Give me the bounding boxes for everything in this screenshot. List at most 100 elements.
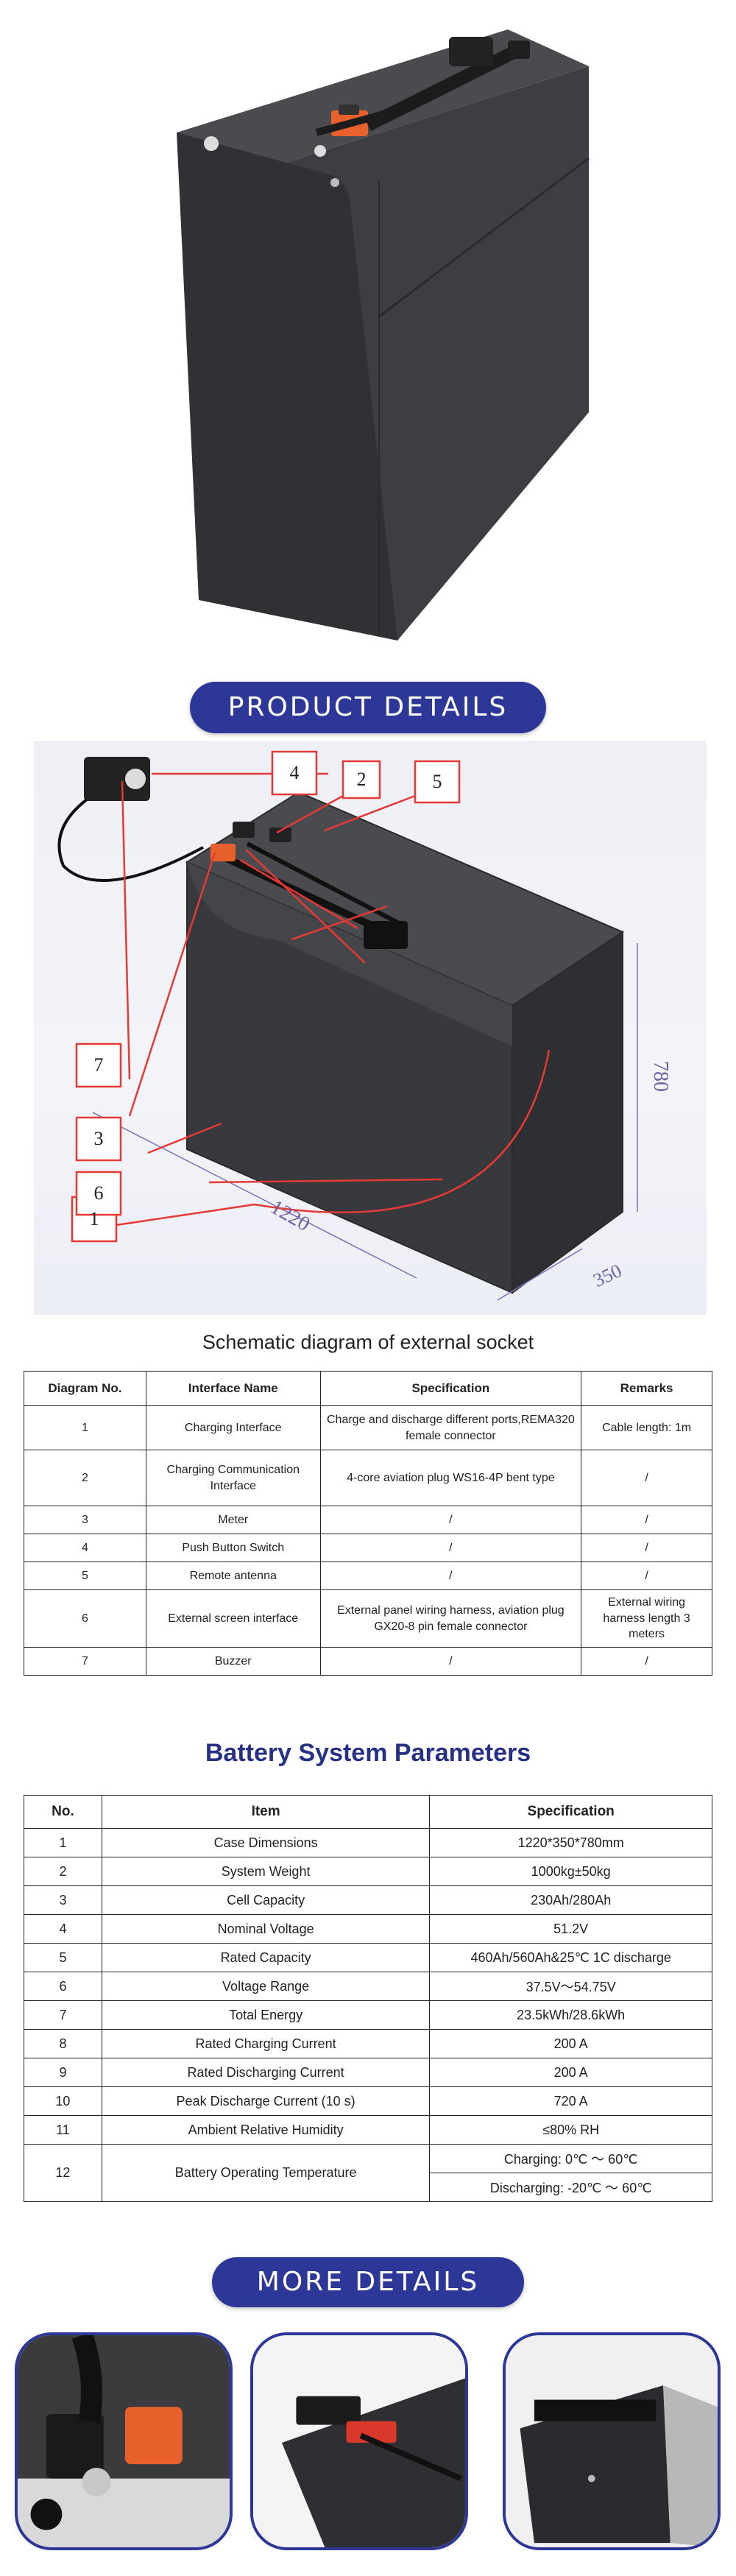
interface-table: Diagram No. Interface Name Specification…	[24, 1371, 712, 1676]
table-cell: /	[581, 1562, 712, 1590]
table-cell: /	[319, 1647, 582, 1676]
table-row: 2 Charging Communication Interface 4-cor…	[24, 1450, 712, 1506]
table-cell: 9	[24, 2058, 102, 2087]
table-cell: 720 A	[429, 2086, 712, 2116]
table-cell: 200 A	[429, 2029, 712, 2058]
table-cell: External screen interface	[145, 1589, 321, 1648]
table-cell: /	[581, 1450, 712, 1506]
table-cell: 1	[24, 1828, 102, 1857]
table-cell: Ambient Relative Humidity	[101, 2115, 431, 2145]
table-cell: 460Ah/560Ah&25℃ 1C discharge	[429, 1943, 712, 1972]
detail-photo-handle	[250, 2332, 468, 2550]
table-row: 1 Charging Interface Charge and discharg…	[24, 1405, 712, 1450]
product-details-header: PRODUCT DETAILS	[190, 682, 546, 733]
table-cell: 8	[24, 2029, 102, 2058]
table-row: 5 Remote antenna / /	[24, 1562, 712, 1590]
table-row: 7 Buzzer / /	[24, 1647, 712, 1676]
table-cell: 7	[24, 1647, 146, 1676]
table-cell: Cable length: 1m	[581, 1405, 712, 1450]
dimension-height: 780	[649, 1061, 672, 1092]
params-title: Battery System Parameters	[205, 1739, 531, 1767]
table-cell: 51.2V	[429, 1914, 712, 1944]
table-cell: Rated Charging Current	[101, 2029, 431, 2058]
callout-2: 2	[356, 769, 367, 790]
callout-6: 6	[93, 1182, 104, 1204]
table-cell: 3	[24, 1885, 102, 1915]
table-cell: 37.5V～54.75V	[429, 1972, 712, 2001]
table-cell: 10	[24, 2086, 102, 2116]
detail-photo-side-panel	[503, 2332, 721, 2550]
table-cell: Charge and discharge different ports,REM…	[319, 1405, 582, 1450]
table-cell: 23.5kWh/28.6kWh	[429, 2000, 712, 2030]
more-details-header: MORE DETAILS	[212, 2257, 524, 2307]
table-cell: Rated Capacity	[101, 1943, 431, 1972]
col-header: Diagram No.	[24, 1371, 146, 1406]
table-cell: 1220*350*780mm	[429, 1828, 712, 1857]
col-header: Specification	[319, 1371, 582, 1406]
table-cell: ≤80% RH	[429, 2115, 712, 2145]
table-cell: Charging: 0℃ ～ 60℃	[429, 2144, 712, 2173]
table-row: Discharging: -20℃ ～ 60℃	[24, 2173, 712, 2202]
col-header: No.	[24, 1795, 102, 1829]
table-cell: Cell Capacity	[101, 1885, 431, 1915]
table-cell: 4	[24, 1914, 102, 1944]
table-cell: 3	[24, 1506, 146, 1534]
table-cell: /	[581, 1647, 712, 1676]
table-cell: 2	[24, 1450, 146, 1506]
table-cell: Charging Communication Interface	[145, 1450, 321, 1506]
table-cell: 230Ah/280Ah	[429, 1885, 712, 1915]
table-cell: /	[581, 1506, 712, 1534]
table-cell: Peak Discharge Current (10 s)	[101, 2086, 431, 2116]
table-cell: 1	[24, 1405, 146, 1450]
table-cell: Discharging: -20℃ ～ 60℃	[429, 2173, 712, 2202]
battery-product-photo	[177, 29, 590, 641]
table-cell: 1000kg±50kg	[429, 1857, 712, 1886]
table-cell: /	[319, 1506, 582, 1534]
table-cell: 2	[24, 1857, 102, 1886]
table-cell: Case Dimensions	[101, 1828, 431, 1857]
table-cell: Battery Operating Temperature	[101, 2144, 431, 2202]
table-cell: /	[319, 1562, 582, 1590]
callout-3: 3	[93, 1128, 104, 1149]
table-row: 12 Battery Operating Temperature Chargin…	[24, 2144, 712, 2202]
table-cell: 4	[24, 1534, 146, 1562]
table-row: 6 External screen interface External pan…	[24, 1589, 712, 1648]
callout-4: 4	[289, 762, 300, 783]
table-cell: Meter	[145, 1506, 321, 1534]
table-cell: Nominal Voltage	[101, 1914, 431, 1944]
table-cell: Rated Discharging Current	[101, 2058, 431, 2087]
table-cell: Remote antenna	[145, 1562, 321, 1590]
col-header: Interface Name	[145, 1371, 321, 1406]
callout-5: 5	[432, 771, 442, 792]
table-header-row: Diagram No. Interface Name Specification…	[24, 1371, 712, 1406]
table-cell: Voltage Range	[101, 1972, 431, 2001]
table-cell: /	[581, 1534, 712, 1562]
col-header: Specification	[429, 1795, 712, 1829]
table-cell: 6	[24, 1589, 146, 1648]
col-header: Item	[101, 1795, 431, 1829]
table-cell: Total Energy	[101, 2000, 431, 2030]
schematic-caption: Schematic diagram of external socket	[202, 1331, 534, 1353]
table-cell: Push Button Switch	[145, 1534, 321, 1562]
table-cell: 200 A	[429, 2058, 712, 2087]
table-cell: Charging Interface	[145, 1405, 321, 1450]
table-cell: System Weight	[101, 1857, 431, 1886]
callout-7: 7	[93, 1054, 104, 1076]
schematic-diagram: 1 2 3 4 5 6 7 1220 350 780	[34, 741, 707, 1315]
table-cell: 12	[24, 2144, 102, 2202]
table-row: 4 Push Button Switch / /	[24, 1534, 712, 1562]
table-cell: 11	[24, 2115, 102, 2145]
callout-1: 1	[89, 1208, 99, 1229]
table-cell: /	[319, 1534, 582, 1562]
